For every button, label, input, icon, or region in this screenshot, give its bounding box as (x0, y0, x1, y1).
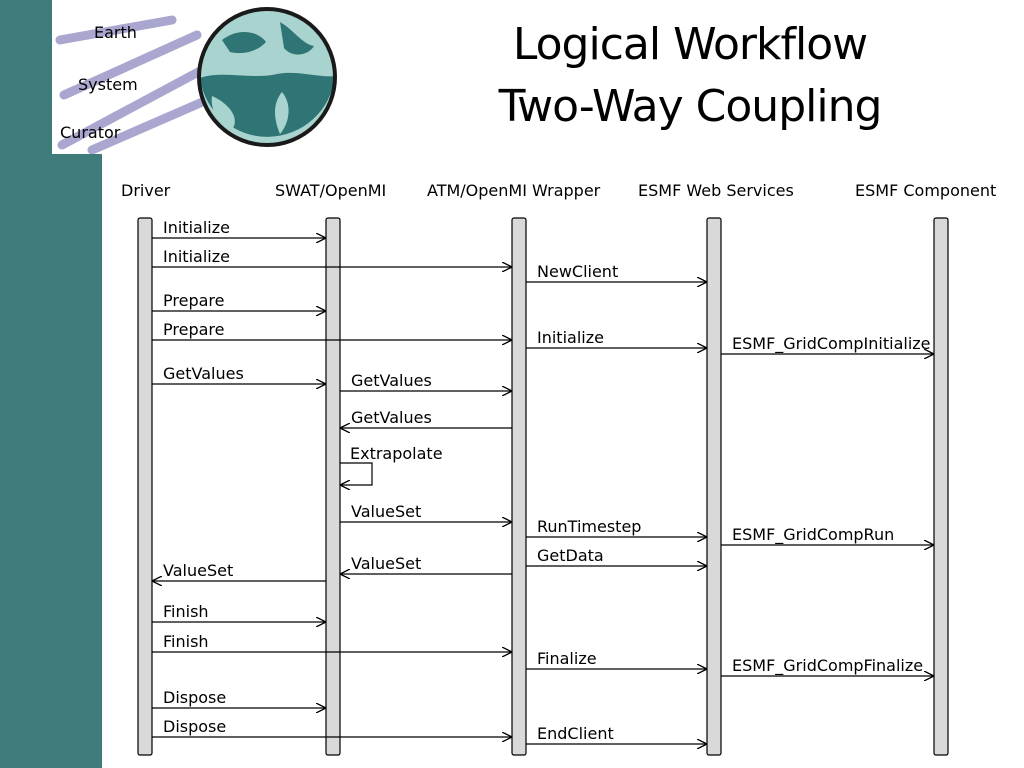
message-label: Finalize (537, 649, 597, 668)
message-3: NewClient (526, 262, 707, 282)
message-label: GetData (537, 546, 604, 565)
message-label: Initialize (537, 328, 604, 347)
message-11: Extrapolate (340, 444, 443, 485)
message-label: Dispose (163, 717, 226, 736)
message-8: GetValues (152, 364, 326, 384)
message-13: RunTimestep (526, 517, 707, 537)
message-2: Initialize (152, 247, 512, 267)
lifeline-driver (137, 217, 153, 756)
message-label: ValueSet (351, 554, 421, 573)
message-label: GetValues (351, 408, 432, 427)
message-label: ValueSet (351, 502, 421, 521)
participant-atm-openmi-wrapper: ATM/OpenMI Wrapper (427, 181, 601, 200)
message-label: ESMF_GridCompInitialize (732, 334, 931, 354)
message-21: ESMF_GridCompFinalize (721, 656, 934, 676)
message-6: Initialize (526, 328, 707, 348)
lifeline-atm-openmi-wrapper (511, 217, 527, 756)
logo-text-system: System (78, 75, 138, 94)
message-14: ESMF_GridCompRun (721, 525, 934, 545)
message-4: Prepare (152, 291, 326, 311)
message-label: GetValues (163, 364, 244, 383)
message-24: EndClient (526, 724, 707, 744)
logo-text-curator: Curator (60, 123, 121, 142)
participant-esmf-web-services: ESMF Web Services (638, 181, 794, 200)
participant-driver: Driver (121, 181, 171, 200)
message-10: GetValues (340, 408, 512, 428)
message-20: Finalize (526, 649, 707, 669)
message-23: Dispose (152, 717, 512, 737)
participant-esmf-component: ESMF Component (855, 181, 997, 200)
message-16: ValueSet (340, 554, 512, 574)
message-label: Finish (163, 602, 209, 621)
message-9: GetValues (340, 371, 512, 391)
self-call-arrow (340, 462, 373, 485)
globe-icon (197, 7, 337, 147)
earth-system-curator-logo: Earth System Curator (52, 0, 340, 155)
message-22: Dispose (152, 688, 326, 708)
message-label: NewClient (537, 262, 618, 281)
message-label: Finish (163, 632, 209, 651)
message-19: Finish (152, 632, 512, 652)
lifeline-esmf-component (933, 217, 949, 756)
logo-graphic: Earth System Curator (55, 7, 337, 155)
message-17: ValueSet (152, 561, 326, 581)
message-label: ESMF_GridCompRun (732, 525, 894, 545)
participant-swat-openmi: SWAT/OpenMI (275, 181, 387, 200)
logo-text-earth: Earth (94, 23, 137, 42)
message-label: Prepare (163, 291, 224, 310)
message-5: Prepare (152, 320, 512, 340)
message-label: ValueSet (163, 561, 233, 580)
message-label: EndClient (537, 724, 614, 743)
message-label: ESMF_GridCompFinalize (732, 656, 923, 676)
message-label: Prepare (163, 320, 224, 339)
message-label: Extrapolate (350, 444, 443, 463)
message-18: Finish (152, 602, 326, 622)
message-7: ESMF_GridCompInitialize (721, 334, 934, 354)
message-label: Dispose (163, 688, 226, 707)
message-label: RunTimestep (537, 517, 641, 536)
message-label: Initialize (163, 247, 230, 266)
lifeline-swat-openmi (325, 217, 341, 756)
lifeline-esmf-web-services (706, 217, 722, 756)
message-1: Initialize (152, 218, 326, 238)
message-label: Initialize (163, 218, 230, 237)
message-12: ValueSet (340, 502, 512, 522)
message-label: GetValues (351, 371, 432, 390)
slide-title: Logical Workflow Two-Way Coupling (450, 14, 930, 138)
title-line-1: Logical Workflow (512, 19, 868, 70)
message-15: GetData (526, 546, 707, 566)
title-line-2: Two-Way Coupling (498, 81, 883, 132)
